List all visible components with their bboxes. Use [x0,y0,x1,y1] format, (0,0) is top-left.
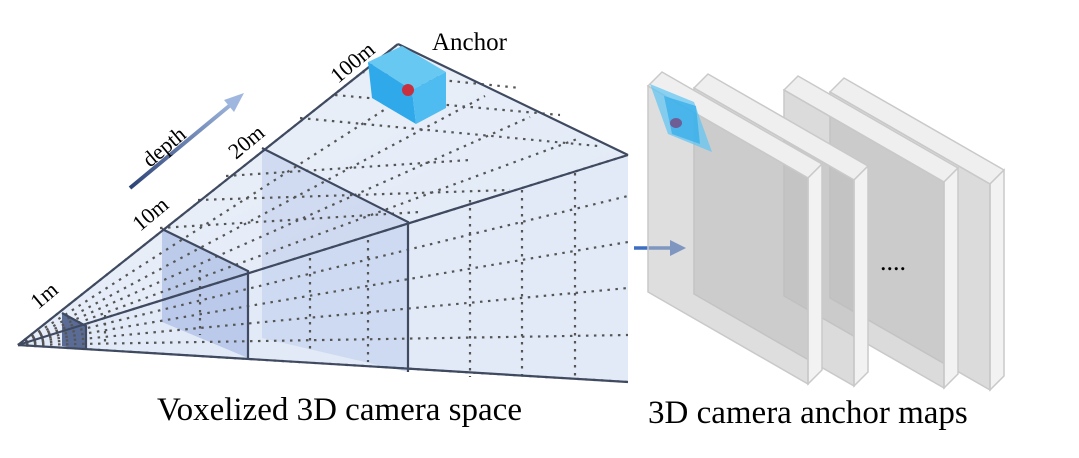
map-anchor-point [670,118,682,128]
dotted-wall-grid [103,173,577,381]
depth-arrow [128,93,244,190]
anchor-voxel [368,46,446,124]
maps-ellipsis: .... [880,247,906,276]
anchor-point [402,84,414,96]
anchor-map-1 [646,71,824,386]
map-anchor-patch [650,84,712,152]
depth-label-1m: 1m [25,277,63,314]
anchor-maps: .... [646,71,1006,392]
depth-label: depth [137,121,191,172]
anchor-label: Anchor [432,29,508,56]
caption-voxelized-space: Voxelized 3D camera space [157,392,522,428]
caption-anchor-maps: 3D camera anchor maps [648,395,968,431]
frustum-frame [17,43,629,384]
voxelized-frustum [17,43,629,384]
